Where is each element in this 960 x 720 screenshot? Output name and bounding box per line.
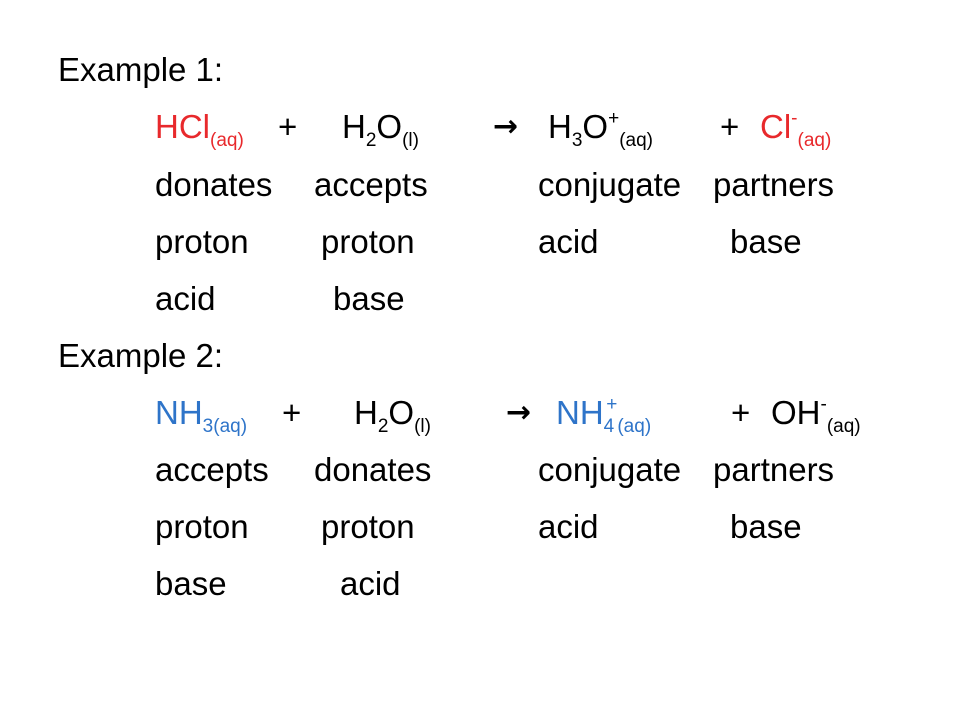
- ex2-product-ammonium: NH4+(aq): [556, 394, 652, 437]
- ex1-product-hydronium: H3O+(aq): [548, 108, 653, 151]
- ex2-row1-col1: accepts: [155, 451, 269, 488]
- ex2-product-hydroxide: OH-(aq): [771, 394, 861, 437]
- ex1-product-chloride: Cl-(aq): [760, 108, 832, 151]
- example1-heading: Example 1:: [58, 51, 224, 88]
- ex1-row2-col2: proton: [321, 223, 415, 260]
- ex2-row1-col2: donates: [314, 451, 432, 488]
- ex2-row3-col2: acid: [340, 565, 401, 602]
- ex1-row2-col3: acid: [538, 223, 599, 260]
- ex2-row1-col4: partners: [713, 451, 835, 488]
- ex1-row2-col1: proton: [155, 223, 249, 260]
- ex1-row2-col4: base: [730, 223, 802, 260]
- ex1-row3-col2: base: [333, 280, 405, 317]
- ex2-reactant-water: H2O(l): [354, 394, 431, 437]
- ex1-row1-col4: partners: [713, 166, 835, 203]
- ex2-reactant-ammonia: NH3(aq): [155, 394, 248, 437]
- ex1-row3-col1: acid: [155, 280, 216, 317]
- ex1-reactant-water: H2O(l): [342, 108, 419, 151]
- example2-heading: Example 2:: [58, 337, 224, 374]
- ex2-row2-col3: acid: [538, 508, 599, 545]
- ex2-row2-col1: proton: [155, 508, 249, 545]
- ex2-plus-1: +: [282, 394, 302, 431]
- ex1-row1-col2: accepts: [314, 166, 428, 203]
- ex2-row2-col2: proton: [321, 508, 415, 545]
- ex2-row1-col3: conjugate: [538, 451, 682, 488]
- ex2-reaction-arrow-icon: →: [506, 395, 532, 430]
- ex2-row2-col4: base: [730, 508, 802, 545]
- ex1-row1-col3: conjugate: [538, 166, 682, 203]
- ex2-plus-2: +: [731, 394, 751, 431]
- ex1-reactant-hcl: HCl(aq): [155, 108, 244, 151]
- ex1-plus-1: +: [278, 108, 298, 145]
- ex2-row3-col1: base: [155, 565, 227, 602]
- ex1-plus-2: +: [720, 108, 740, 145]
- ex1-row1-col1: donates: [155, 166, 273, 203]
- ex1-reaction-arrow-icon: →: [493, 109, 519, 144]
